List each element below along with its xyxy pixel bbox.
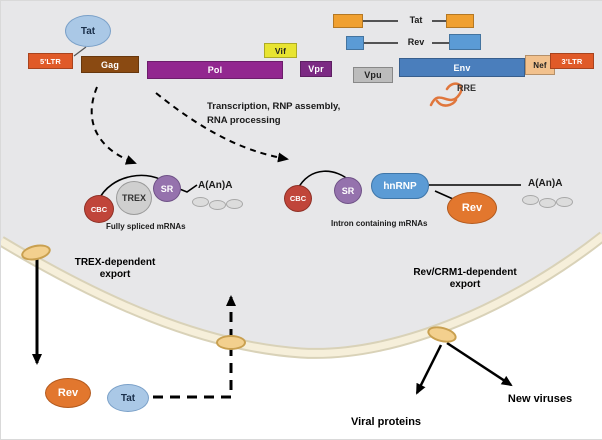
rev-protein-complex: Rev bbox=[447, 192, 497, 224]
genome-segment-gag: Gag bbox=[81, 56, 139, 73]
rna-protein-oval bbox=[209, 200, 226, 210]
rre-label: RRE bbox=[457, 83, 477, 93]
tat-ltr-link bbox=[73, 46, 87, 57]
fully-spliced-caption: Fully spliced mRNAs bbox=[106, 222, 186, 231]
rna-protein-oval bbox=[556, 197, 573, 207]
trex-protein: TREX bbox=[116, 181, 152, 215]
tat-protein-bottom: Tat bbox=[107, 384, 149, 412]
intron-containing-caption: Intron containing mRNAs bbox=[331, 219, 428, 228]
rna-protein-oval bbox=[192, 197, 209, 207]
cbc-right: CBC bbox=[284, 185, 312, 212]
sr-left: SR bbox=[153, 175, 181, 202]
nuclear-pore-left bbox=[19, 242, 53, 263]
new-viruses-arrow bbox=[446, 341, 513, 387]
genome-segment-pol: Pol bbox=[147, 61, 283, 79]
trex-export-label: TREX-dependent export bbox=[74, 257, 156, 280]
rna-protein-oval bbox=[522, 195, 539, 205]
genome-segment-nef: Nef bbox=[525, 55, 555, 75]
rev-export-label: Rev/CRM1-dependent export bbox=[413, 267, 517, 290]
tat-protein-top: Tat bbox=[65, 15, 111, 47]
genome-segment-vif: Vif bbox=[264, 43, 297, 58]
rev-exon2-box bbox=[449, 34, 481, 50]
genome-segment-vpu: Vpu bbox=[353, 67, 393, 83]
nuclear-membrane bbox=[1, 233, 602, 357]
tat-exon2-box bbox=[446, 14, 474, 28]
transcription-arrow-left bbox=[90, 86, 137, 165]
sr-right: SR bbox=[334, 177, 362, 204]
viral-proteins-arrow bbox=[415, 344, 443, 395]
viral-proteins-label: Viral proteins bbox=[350, 416, 422, 428]
hnrnp-protein: hnRNP bbox=[371, 173, 429, 199]
genome-segment-vpr: Vpr bbox=[300, 61, 332, 77]
genome-segment-5ltr: 5'LTR bbox=[28, 53, 73, 69]
polya-right: A(An)A bbox=[528, 178, 563, 189]
nuclear-pore-center bbox=[216, 335, 246, 350]
rev-exon-label: Rev bbox=[407, 37, 425, 47]
genome-segment-env: Env bbox=[399, 58, 525, 77]
rev-exon1-box bbox=[346, 36, 364, 50]
new-viruses-label: New viruses bbox=[507, 393, 573, 405]
rna-protein-oval bbox=[226, 199, 243, 209]
process-text-line2: RNA processing bbox=[207, 115, 281, 126]
tat-exon-label: Tat bbox=[409, 15, 423, 25]
nuclear-membrane-outline bbox=[1, 231, 602, 359]
tat-exon1-box bbox=[333, 14, 363, 28]
process-text-line1: Transcription, RNP assembly, bbox=[207, 101, 341, 112]
rna-protein-oval bbox=[539, 198, 556, 208]
polya-left: A(An)A bbox=[198, 180, 233, 191]
nuclear-pore-right bbox=[425, 323, 459, 346]
genome-segment-3ltr: 3'LTR bbox=[550, 53, 594, 69]
nucleus-region bbox=[1, 1, 602, 354]
rev-protein-bottom: Rev bbox=[45, 378, 91, 408]
cbc-left: CBC bbox=[84, 195, 114, 223]
